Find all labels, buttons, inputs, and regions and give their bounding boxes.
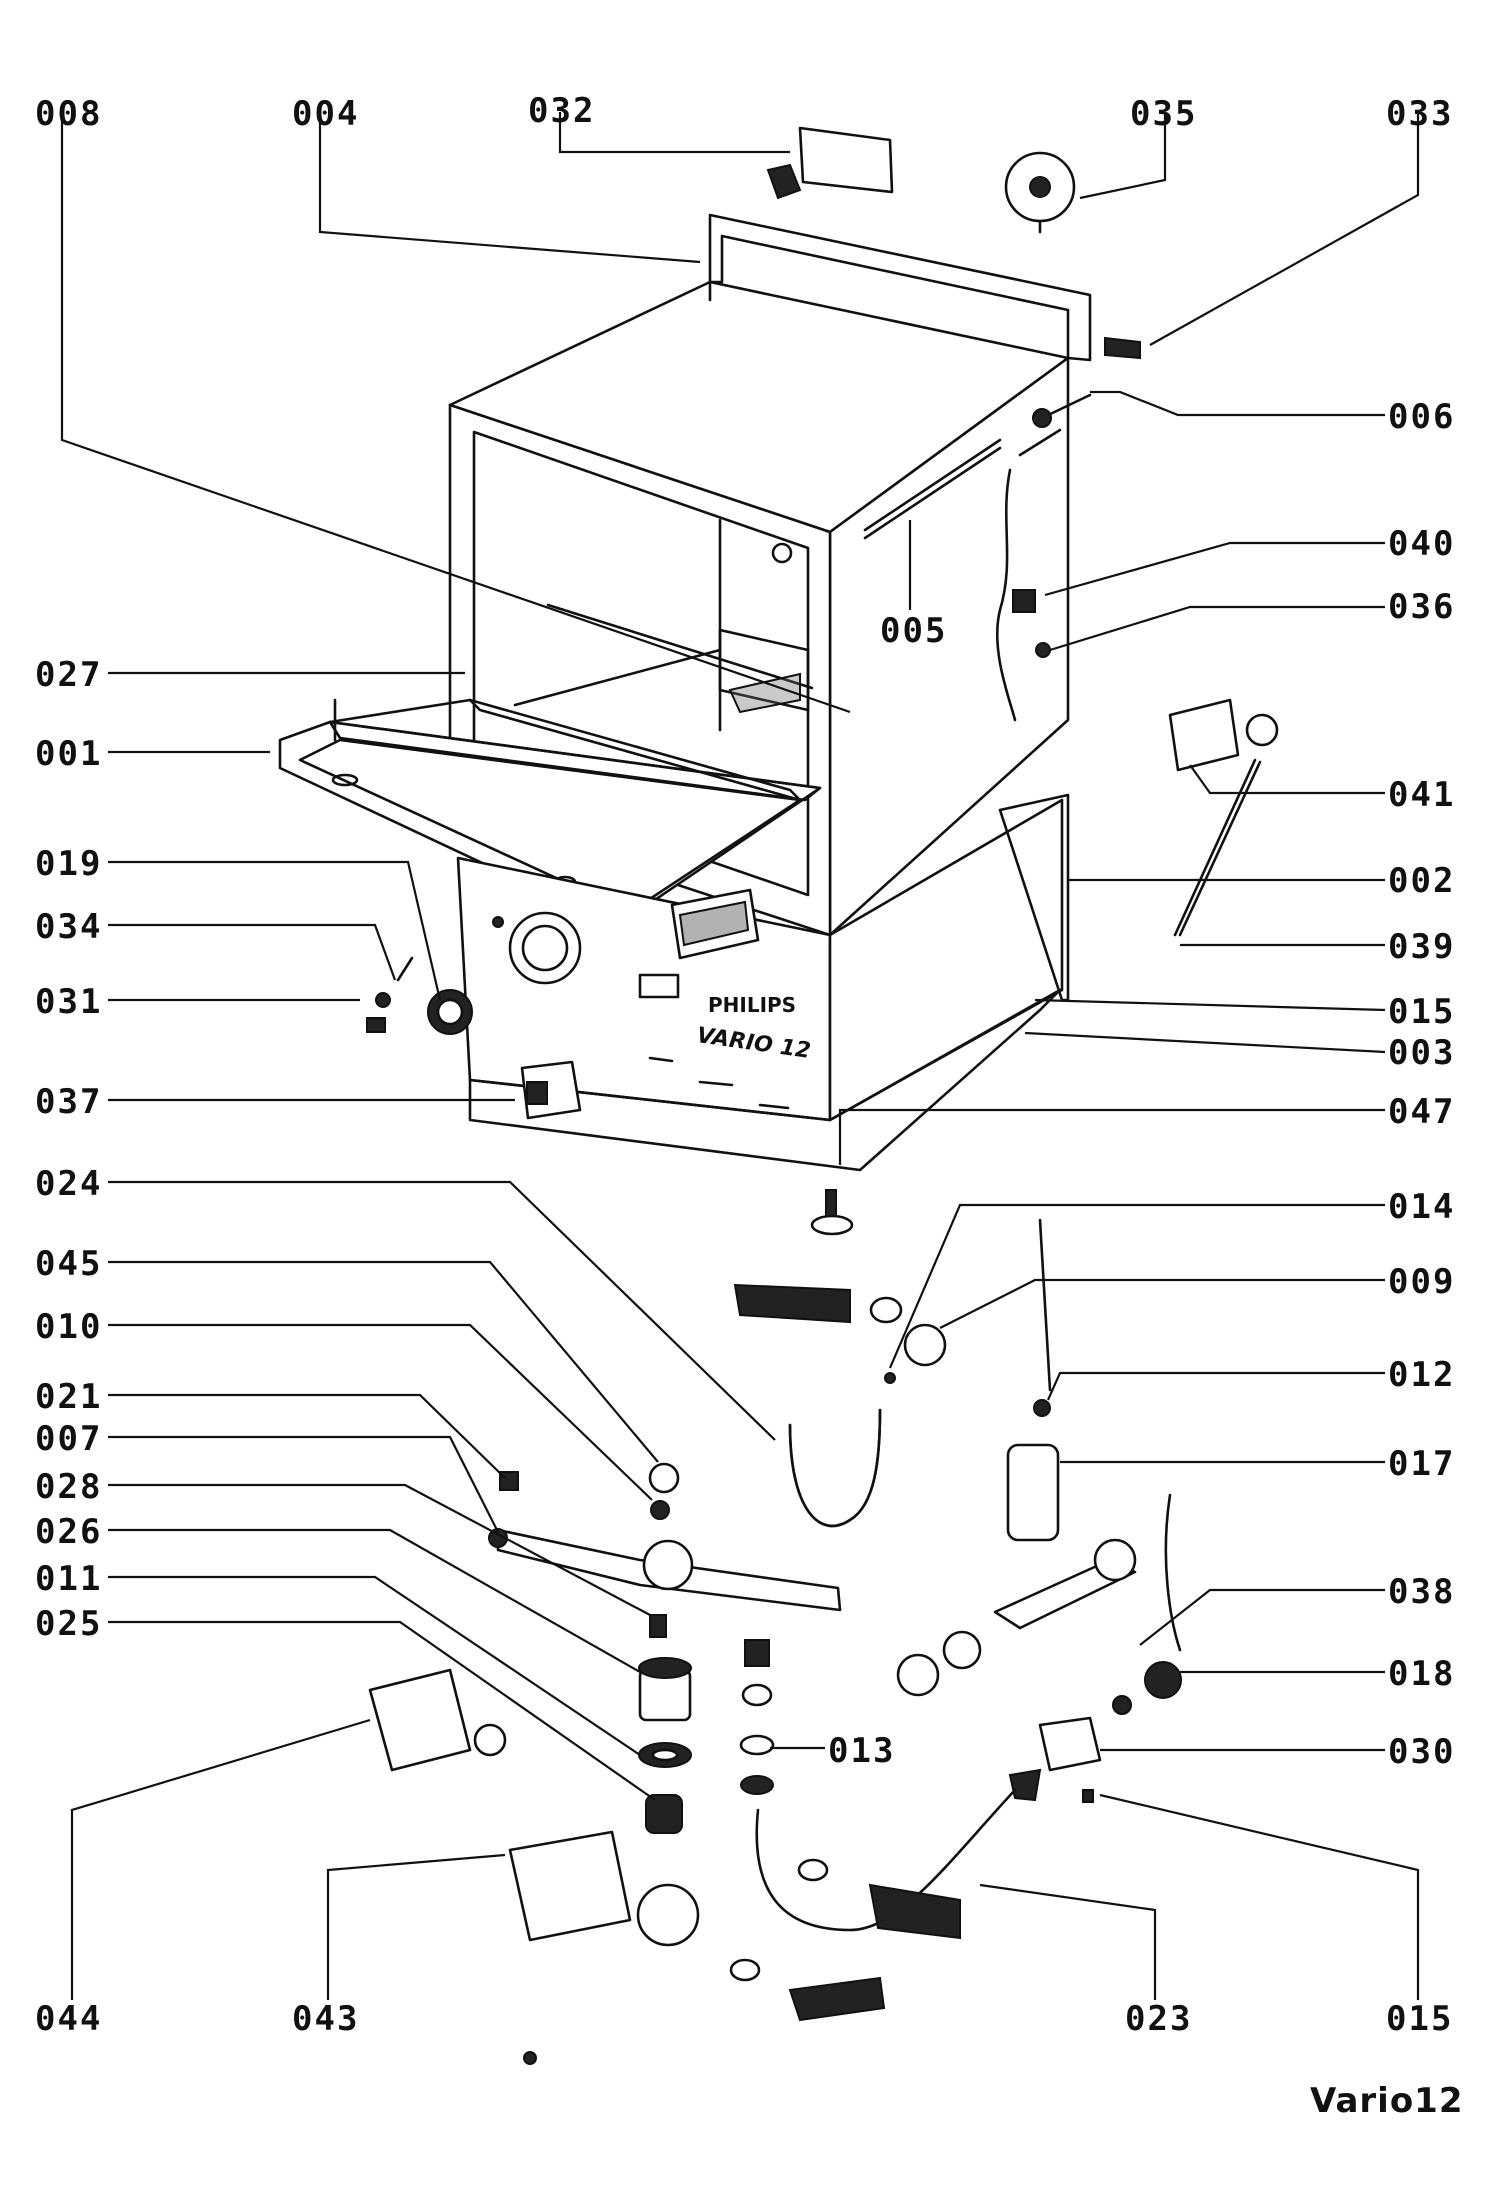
diagram-caption: Vario12	[1310, 2081, 1464, 2121]
side-parts	[366, 956, 582, 1120]
part-label-011: 011	[35, 1559, 102, 1599]
part-label-015-upper: 015	[1388, 992, 1455, 1032]
part-label-024: 024	[35, 1164, 102, 1204]
part-label-003: 003	[1388, 1033, 1455, 1073]
part-label-009: 009	[1388, 1262, 1455, 1302]
part-label-023: 023	[1125, 1999, 1192, 2039]
part-label-010: 010	[35, 1307, 102, 1347]
part-label-044: 044	[35, 1999, 102, 2039]
part-label-008: 008	[35, 94, 102, 134]
part-label-018: 018	[1388, 1654, 1455, 1694]
door	[278, 698, 822, 932]
part-label-037: 037	[35, 1082, 102, 1122]
part-label-015-lower: 015	[1386, 1999, 1453, 2039]
part-label-001: 001	[35, 734, 102, 774]
part-label-035: 035	[1130, 94, 1197, 134]
part-label-045: 045	[35, 1244, 102, 1284]
leader-lines	[60, 112, 1420, 2000]
part-label-026: 026	[35, 1512, 102, 1552]
part-label-031: 031	[35, 982, 102, 1022]
part-label-039: 039	[1388, 927, 1455, 967]
part-label-021: 021	[35, 1377, 102, 1417]
part-label-030: 030	[1388, 1732, 1455, 1772]
part-label-019: 019	[35, 844, 102, 884]
part-label-033: 033	[1386, 94, 1453, 134]
part-label-006: 006	[1388, 397, 1455, 437]
parts-drawing: PHILIPS VARIO 12	[278, 126, 1279, 2065]
part-label-005: 005	[880, 611, 947, 651]
part-label-040: 040	[1388, 524, 1455, 564]
part-label-027: 027	[35, 655, 102, 695]
lower-parts	[368, 1189, 1182, 2065]
part-label-013: 013	[828, 1731, 895, 1771]
part-label-043: 043	[292, 1999, 359, 2039]
part-label-034: 034	[35, 907, 102, 947]
part-label-012: 012	[1388, 1355, 1455, 1395]
top-components	[766, 126, 1279, 937]
part-labels: 008 004 032 035 033 006 040 036 005 027 …	[35, 91, 1455, 2039]
part-label-004: 004	[292, 94, 359, 134]
base-unit: PHILIPS VARIO 12	[456, 793, 1070, 1172]
part-label-036: 036	[1388, 587, 1455, 627]
part-label-007: 007	[35, 1419, 102, 1459]
part-label-014: 014	[1388, 1187, 1455, 1227]
part-label-025: 025	[35, 1604, 102, 1644]
part-label-041: 041	[1388, 775, 1455, 815]
part-label-047: 047	[1388, 1092, 1455, 1132]
part-label-028: 028	[35, 1467, 102, 1507]
part-label-002: 002	[1388, 861, 1455, 901]
brand-logo-text: PHILIPS	[708, 993, 796, 1017]
part-label-032: 032	[528, 91, 595, 131]
part-label-038: 038	[1388, 1572, 1455, 1612]
part-label-017: 017	[1388, 1444, 1455, 1484]
